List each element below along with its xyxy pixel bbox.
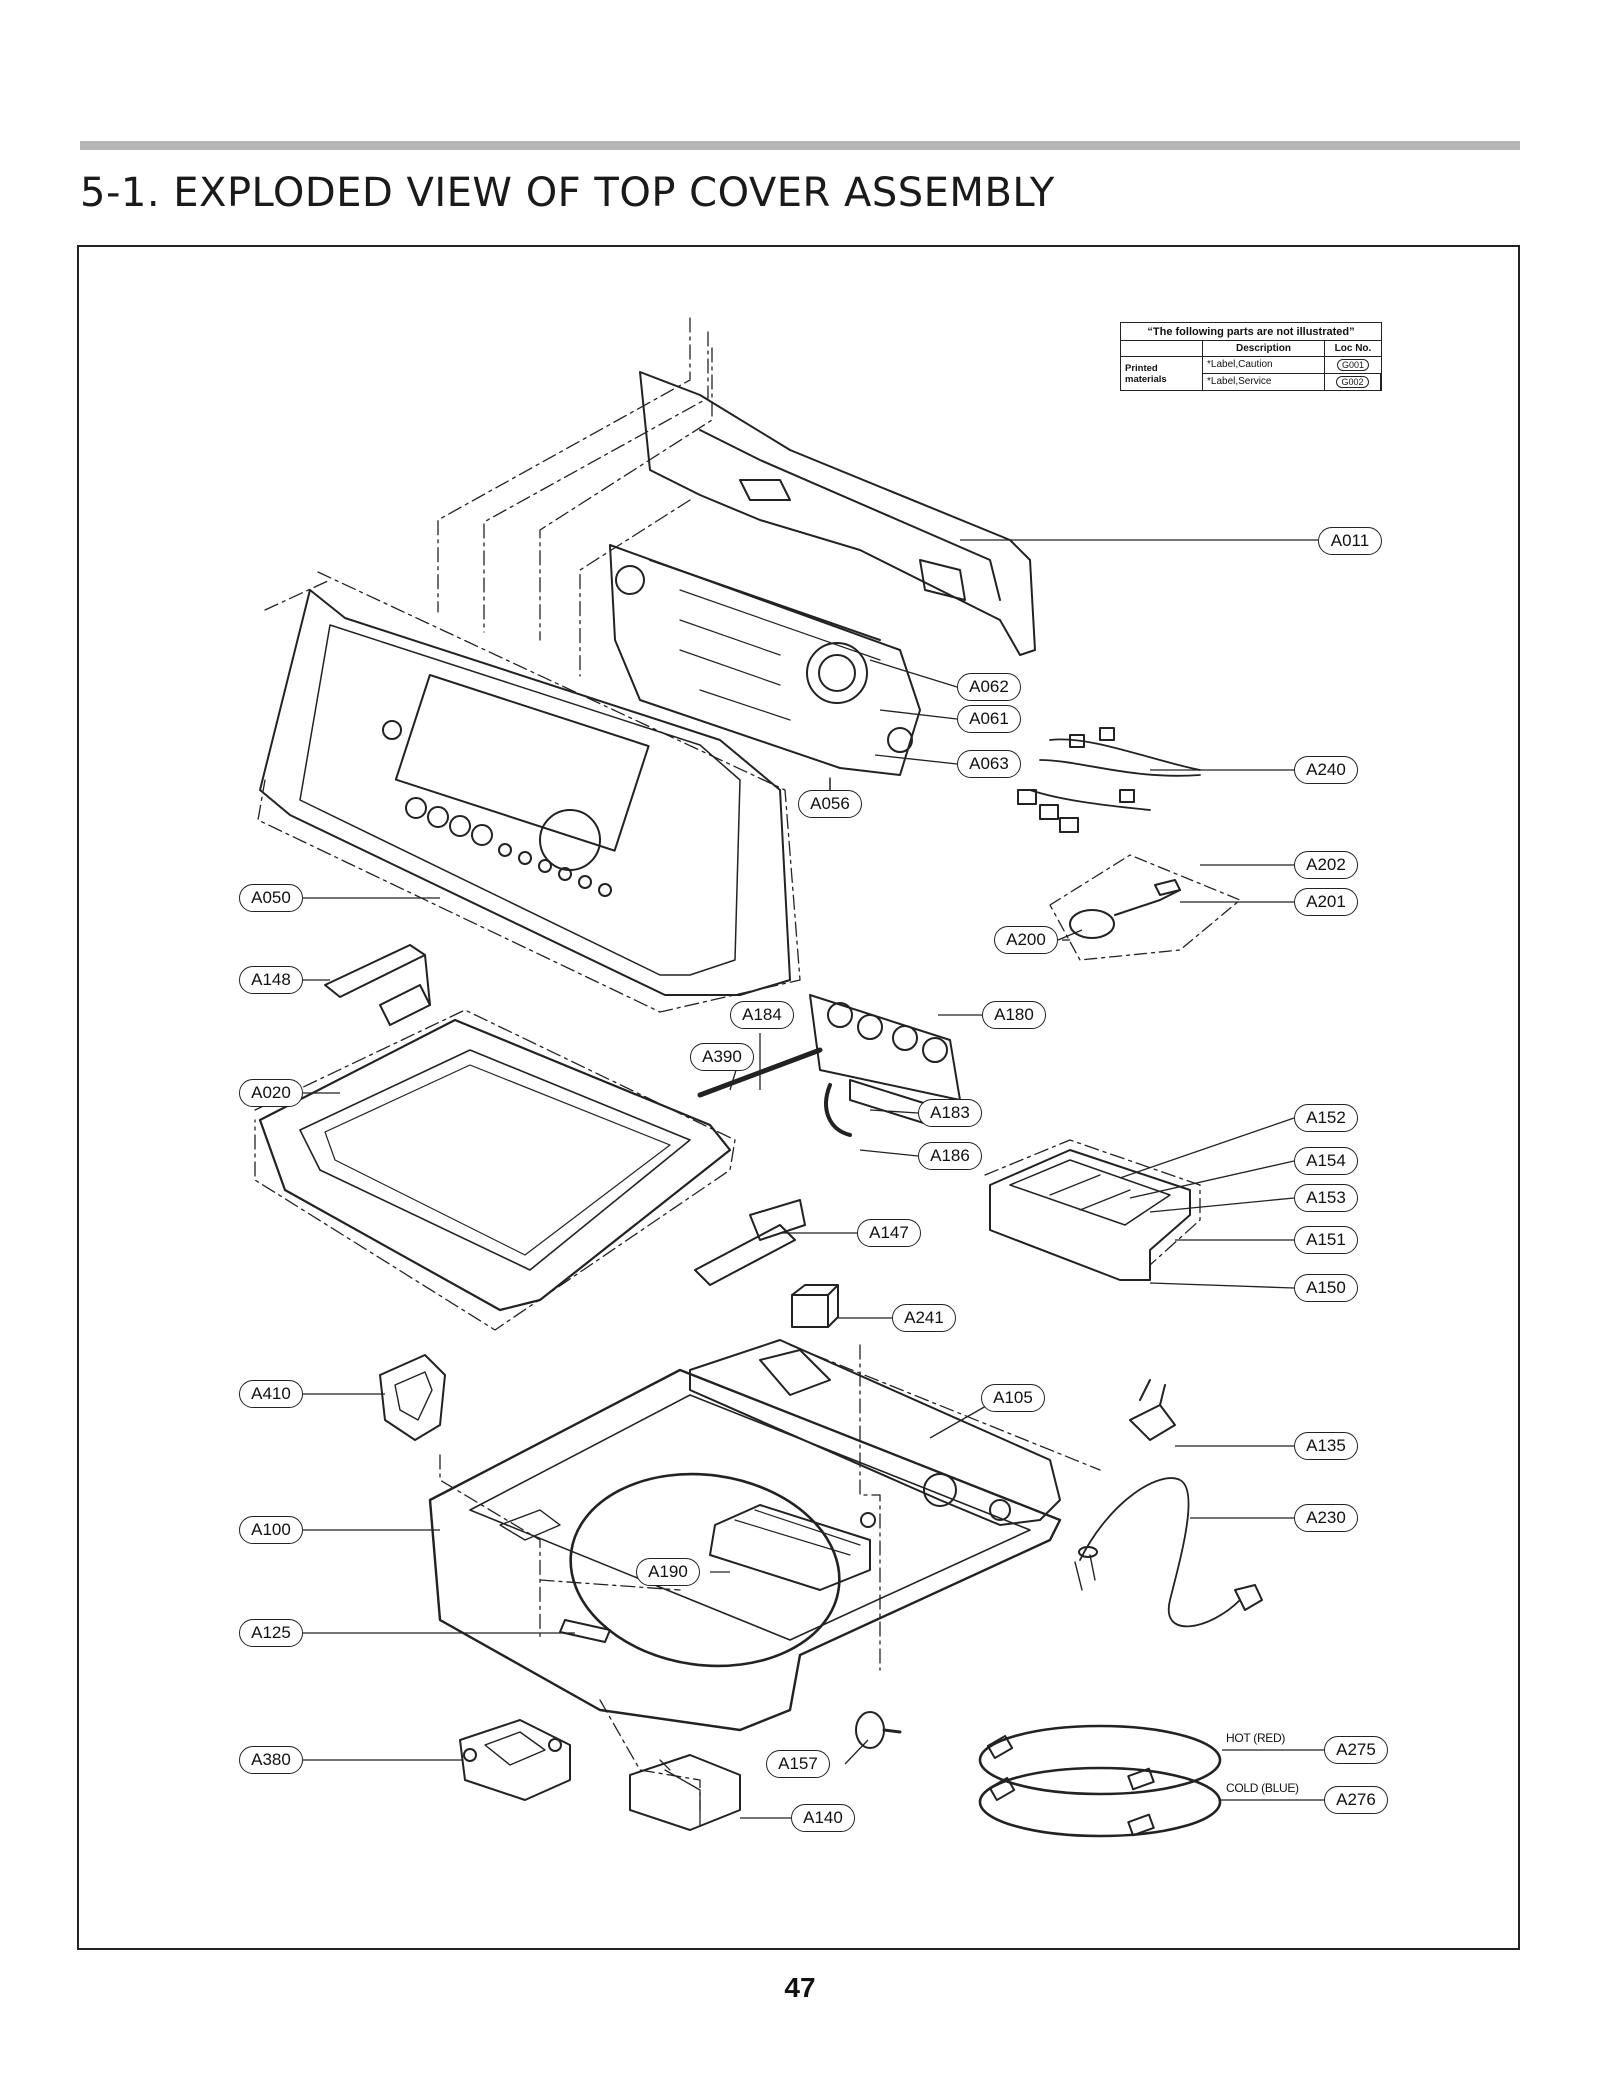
legend-title: “The following parts are not illustrated… (1121, 323, 1381, 341)
legend-corner (1121, 341, 1203, 357)
callout-a202: A202 (1294, 851, 1358, 879)
callout-a410: A410 (239, 1380, 303, 1408)
callout-a063: A063 (957, 750, 1021, 778)
callout-a186: A186 (918, 1142, 982, 1170)
callout-a190: A190 (636, 1558, 700, 1586)
callout-a151: A151 (1294, 1226, 1358, 1254)
not-illustrated-parts-table: “The following parts are not illustrated… (1120, 322, 1382, 391)
header-rule (80, 141, 1520, 150)
legend-group-label: Printed materials (1121, 357, 1203, 390)
legend-col-description: Description (1203, 341, 1325, 357)
callout-a011: A011 (1318, 527, 1382, 555)
page-title: 5-1. EXPLODED VIEW OF TOP COVER ASSEMBLY (80, 170, 1055, 216)
callout-a201: A201 (1294, 888, 1358, 916)
callout-a390: A390 (690, 1043, 754, 1071)
cold-hose-label: COLD (BLUE) (1226, 1781, 1299, 1795)
legend-row-loc: G001 (1325, 357, 1381, 374)
callout-a150: A150 (1294, 1274, 1358, 1302)
callout-a275: A275 (1324, 1736, 1388, 1764)
legend-col-loc: Loc No. (1325, 341, 1381, 357)
callout-a157: A157 (766, 1750, 830, 1778)
legend-row-description: *Label,Caution (1203, 357, 1325, 374)
callout-a200: A200 (994, 926, 1058, 954)
callout-a100: A100 (239, 1516, 303, 1544)
callout-a180: A180 (982, 1001, 1046, 1029)
callout-a153: A153 (1294, 1184, 1358, 1212)
callout-a380: A380 (239, 1746, 303, 1774)
callout-a125: A125 (239, 1619, 303, 1647)
callout-a276: A276 (1324, 1786, 1388, 1814)
callout-a135: A135 (1294, 1432, 1358, 1460)
callout-a105: A105 (981, 1384, 1045, 1412)
callout-a230: A230 (1294, 1504, 1358, 1532)
hot-hose-label: HOT (RED) (1226, 1731, 1286, 1745)
legend-row-description: *Label,Service (1203, 374, 1325, 390)
callout-a183: A183 (918, 1099, 982, 1127)
callout-a056: A056 (798, 790, 862, 818)
callout-a148: A148 (239, 966, 303, 994)
loc-badge: G001 (1336, 359, 1370, 371)
diagram-frame (77, 245, 1520, 1950)
callout-a020: A020 (239, 1079, 303, 1107)
callout-a140: A140 (791, 1804, 855, 1832)
loc-badge: G002 (1336, 376, 1369, 388)
callout-a154: A154 (1294, 1147, 1358, 1175)
legend-row-loc: G002 (1325, 374, 1381, 390)
callout-a152: A152 (1294, 1104, 1358, 1132)
callout-a050: A050 (239, 884, 303, 912)
page-number: 47 (784, 1972, 816, 2003)
callout-a147: A147 (857, 1219, 921, 1247)
callout-a184: A184 (730, 1001, 794, 1029)
callout-a062: A062 (957, 673, 1021, 701)
callout-a241: A241 (892, 1304, 956, 1332)
callout-a240: A240 (1294, 756, 1358, 784)
callout-a061: A061 (957, 705, 1021, 733)
